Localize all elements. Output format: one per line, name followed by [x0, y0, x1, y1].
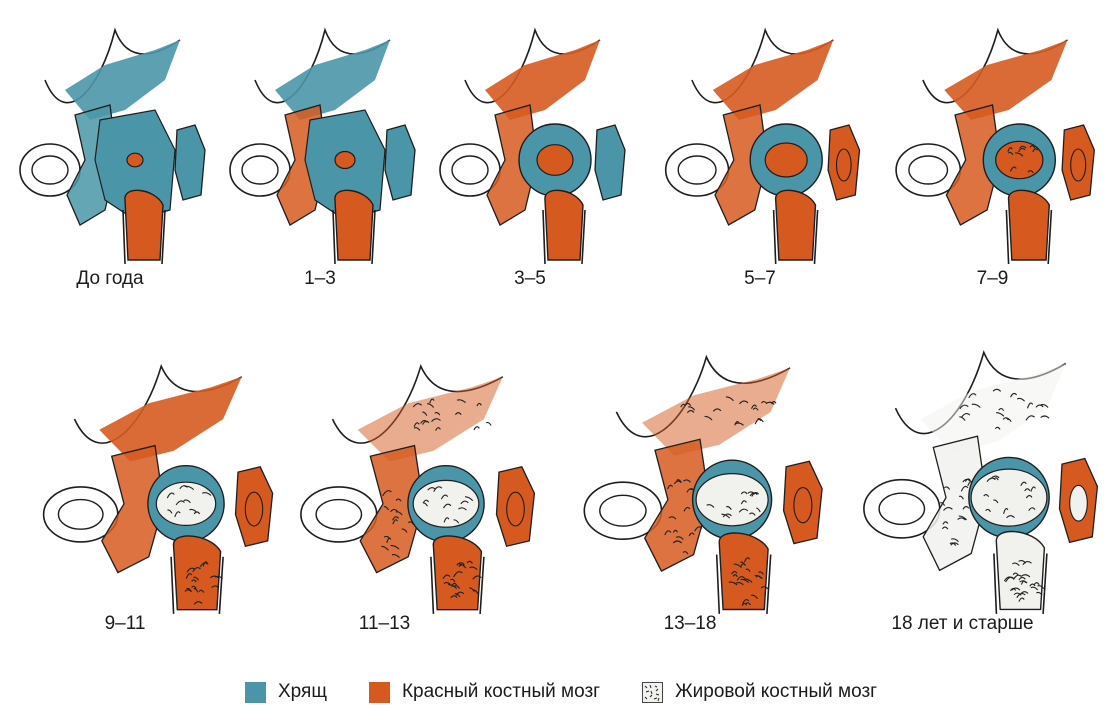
- greater-trochanter: [385, 125, 415, 200]
- head-ossification-centre: [156, 482, 215, 525]
- iliac-wing: [275, 40, 390, 120]
- red-marrow-swatch: [369, 682, 390, 703]
- obturator-inner-ring: [909, 156, 948, 184]
- head-ossification-centre: [996, 141, 1043, 178]
- femoral-shaft: [1008, 190, 1049, 260]
- iliac-wing: [65, 40, 180, 120]
- femoral-shaft: [173, 536, 220, 610]
- panel-3: 3–5: [425, 10, 635, 290]
- panel-label: 3–5: [425, 268, 635, 290]
- obturator-inner-ring: [452, 156, 488, 184]
- head-ossification-centre: [696, 474, 768, 526]
- panel-label: 11–13: [252, 613, 517, 635]
- panel-label: До года: [5, 268, 215, 290]
- trochanter-ossification: [837, 149, 852, 181]
- iliac-wing: [642, 368, 790, 456]
- hip-drawing: [282, 345, 547, 615]
- head-ossification-centre: [971, 469, 1047, 526]
- panel-9: 18 лет и старше: [845, 330, 1110, 640]
- femoral-shaft: [335, 190, 373, 260]
- obturator-inner-ring: [678, 156, 716, 184]
- panel-label: 9–11: [0, 613, 255, 635]
- panel-label: 1–3: [215, 268, 425, 290]
- femoral-shaft: [776, 190, 816, 260]
- trochanter-ossification: [794, 488, 812, 523]
- cartilage-swatch: [245, 682, 266, 703]
- iliac-wing: [358, 377, 503, 462]
- greater-trochanter: [595, 125, 625, 200]
- head-ossification-centre: [765, 143, 807, 177]
- femoral-shaft: [719, 533, 768, 609]
- panel-1: До года: [5, 10, 215, 290]
- head-ossification-centre: [413, 480, 479, 527]
- panel-label: 18 лет и старше: [830, 613, 1095, 635]
- hip-drawing: [25, 345, 285, 615]
- panel-5: 7–9: [880, 10, 1105, 290]
- greater-trochanter: [175, 125, 205, 200]
- obturator-inner-ring: [58, 500, 103, 530]
- panel-8: 13–18: [565, 335, 835, 640]
- hip-drawing: [845, 330, 1110, 615]
- femoral-shaft: [996, 532, 1044, 610]
- obturator-inner-ring: [316, 500, 361, 530]
- obturator-inner-ring: [879, 493, 924, 524]
- iliac-wing: [99, 377, 241, 462]
- panel-label: 5–7: [650, 268, 870, 290]
- panel-4: 5–7: [650, 10, 870, 290]
- legend-label: Хрящ: [278, 681, 327, 703]
- femoral-shaft: [125, 190, 163, 260]
- hip-drawing: [880, 10, 1105, 265]
- iliac-wing: [713, 40, 833, 120]
- legend-label: Красный костный мозг: [402, 681, 600, 703]
- legend: Хрящ Красный костный мозг Жировой костны…: [245, 680, 919, 704]
- hip-drawing: [5, 10, 215, 265]
- legend-item-cartilage: Хрящ: [245, 681, 327, 703]
- legend-label: Жировой костный мозг: [675, 681, 877, 703]
- iliac-wing: [485, 40, 600, 120]
- hip-drawing: [425, 10, 635, 265]
- iliac-wing: [944, 40, 1067, 120]
- femoral-shaft: [545, 190, 583, 260]
- panel-label: 13–18: [555, 613, 825, 635]
- panel-label: 7–9: [880, 268, 1105, 290]
- obturator-inner-ring: [32, 156, 68, 184]
- hip-drawing: [215, 10, 425, 265]
- iliac-wing: [921, 364, 1066, 453]
- trochanter-ossification: [1070, 485, 1088, 521]
- obturator-inner-ring: [242, 156, 278, 184]
- hip-drawing: [565, 335, 835, 615]
- trochanter-ossification: [507, 492, 525, 526]
- panel-2: 1–3: [215, 10, 425, 290]
- legend-item-red-marrow: Красный костный мозг: [369, 681, 600, 703]
- panel-7: 11–13: [282, 345, 547, 640]
- legend-item-fat-marrow: Жировой костный мозг: [642, 681, 877, 703]
- hip-drawing: [650, 10, 870, 265]
- trochanter-ossification: [1071, 149, 1086, 181]
- head-ossification-centre: [127, 153, 143, 167]
- head-ossification-centre: [335, 152, 355, 169]
- trochanter-ossification: [245, 492, 262, 526]
- obturator-inner-ring: [600, 495, 646, 526]
- head-ossification-centre: [537, 145, 573, 176]
- panel-6: 9–11: [25, 345, 285, 640]
- fat-marrow-swatch: [642, 682, 663, 703]
